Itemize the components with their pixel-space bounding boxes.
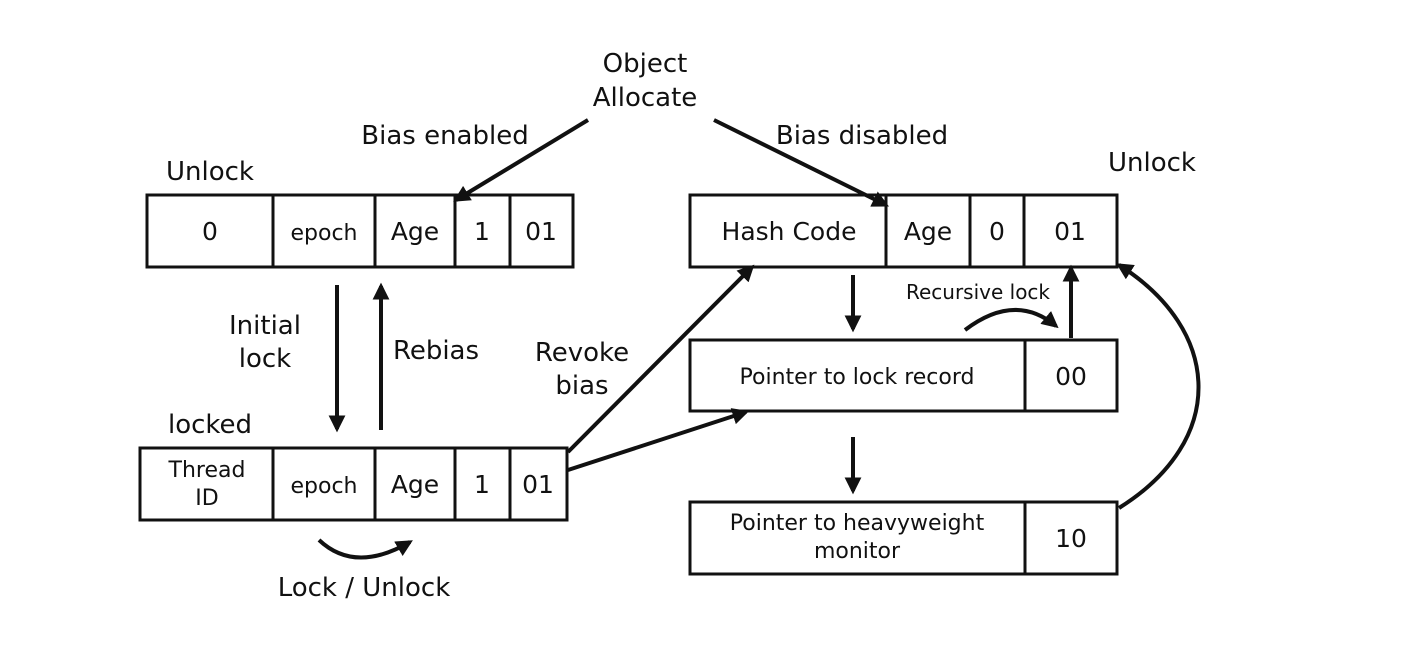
bl-thread-id-line1: Thread [168,458,246,483]
bias-disabled-label: Bias disabled [776,121,948,151]
normal-unlock-title: Unlock [1108,148,1196,178]
initial-lock-label-line2: lock [239,344,291,374]
bias-enabled-arrow [453,118,590,202]
bl-thread-id-line2: ID [195,486,218,511]
heavyweight-locked-markword: Pointer to heavyweight monitor 10 [688,500,1119,576]
bu-cell-zero: 0 [202,217,218,246]
revoke-bias-lightweight-arrow [567,408,750,472]
hw-pointer-line2: monitor [814,539,901,564]
bl-cell-epoch: epoch [291,474,358,499]
revoke-bias-label-line2: bias [555,371,608,401]
object-allocate-line1: Object [603,49,688,79]
initial-lock-label-line1: Initial [229,311,301,341]
nu-cell-lock-bits: 01 [1054,217,1086,246]
bu-cell-age: Age [391,217,439,246]
nu-cell-hash-code: Hash Code [722,217,857,246]
revoke-bias-label-line1: Revoke [535,338,629,368]
bl-cell-age: Age [391,470,439,499]
normal-unlocked-markword: Hash Code Age 0 01 [688,193,1119,269]
biased-unlock-title: Unlock [166,157,254,187]
object-allocate-node: Object Allocate [593,49,698,113]
rebias-label: Rebias [393,336,479,366]
lock-unlock-arrow [317,538,413,560]
recursive-lock-label: Recursive lock [906,280,1050,304]
lock-unlock-label: Lock / Unlock [278,573,451,603]
lightweight-locked-markword: Pointer to lock record 00 [688,338,1119,413]
nu-cell-age: Age [904,217,952,246]
bu-cell-lock-bits: 01 [525,217,557,246]
hw-pointer-line1: Pointer to heavyweight [730,511,985,536]
heavyweight-unlock-arrow [1116,263,1201,510]
lw-cell-pointer: Pointer to lock record [740,365,975,390]
hw-cell-lock-bits: 10 [1055,524,1087,553]
object-allocate-line2: Allocate [593,83,698,113]
biased-unlocked-markword: 0 epoch Age 1 01 [145,193,575,269]
bias-enabled-label: Bias enabled [361,121,528,151]
nu-cell-biased-bit: 0 [989,217,1005,246]
bl-cell-lock-bits: 01 [522,470,554,499]
bu-cell-biased-bit: 1 [474,217,490,246]
bias-disabled-arrow [713,118,890,207]
revoke-bias-unlock-arrow [566,264,755,454]
biased-locked-markword: Thread ID epoch Age 1 01 [138,446,569,522]
lw-cell-lock-bits: 00 [1055,362,1087,391]
bl-cell-biased-bit: 1 [474,470,490,499]
biased-locked-title: locked [168,410,252,440]
bu-cell-epoch: epoch [291,221,358,246]
recursive-lock-arrow [963,307,1059,332]
